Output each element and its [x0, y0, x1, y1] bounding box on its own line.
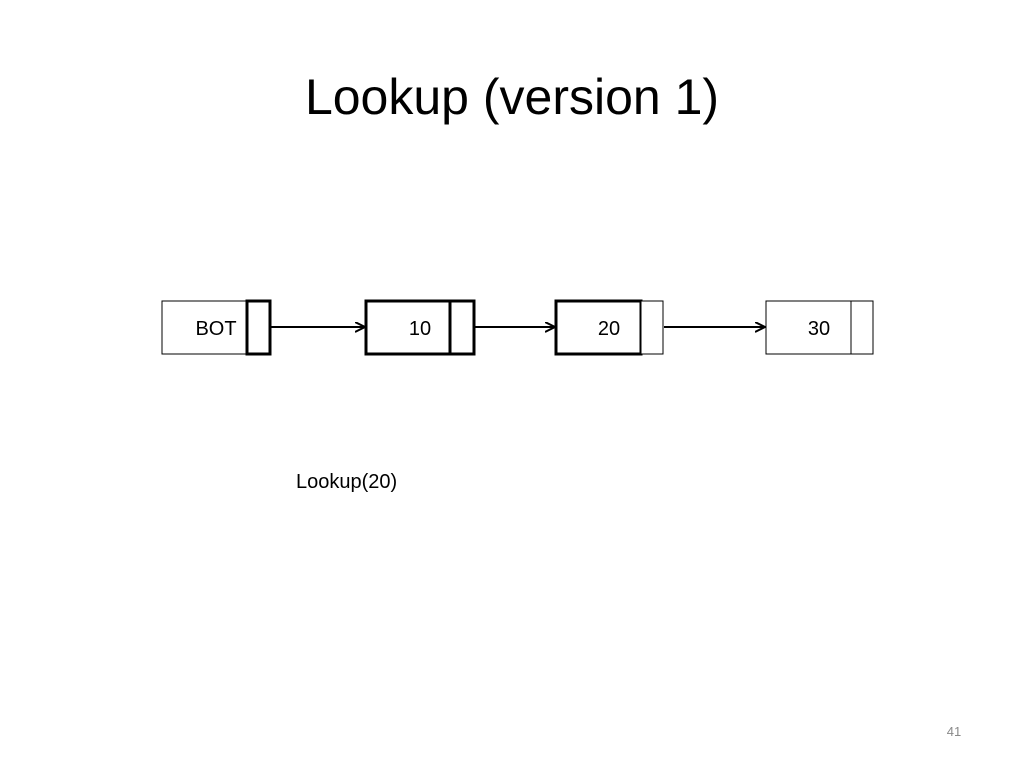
- operation-label: Lookup(20): [296, 471, 398, 493]
- node-next-cell: [640, 300, 664, 355]
- node-next-cell: [850, 300, 874, 355]
- node-key-label: 10: [409, 318, 431, 340]
- node-key-label: 20: [598, 318, 620, 340]
- node-next-cell: [245, 299, 272, 356]
- node-key-cell: [765, 300, 852, 355]
- node-next-cell: [448, 299, 476, 356]
- node-key-label: 30: [808, 318, 830, 340]
- node-key-label: BOT: [195, 318, 236, 340]
- list-node-30: 30: [765, 300, 874, 355]
- node-key-cell: [161, 300, 249, 355]
- list-node-10: 10: [364, 299, 476, 356]
- node-key-cell: [554, 299, 643, 356]
- list-node-bot: BOT: [161, 299, 272, 356]
- node-key-cell: [364, 299, 452, 356]
- list-node-20: 20: [554, 299, 664, 356]
- slide-title: Lookup (version 1): [304, 69, 720, 125]
- page-number: 41: [946, 724, 962, 739]
